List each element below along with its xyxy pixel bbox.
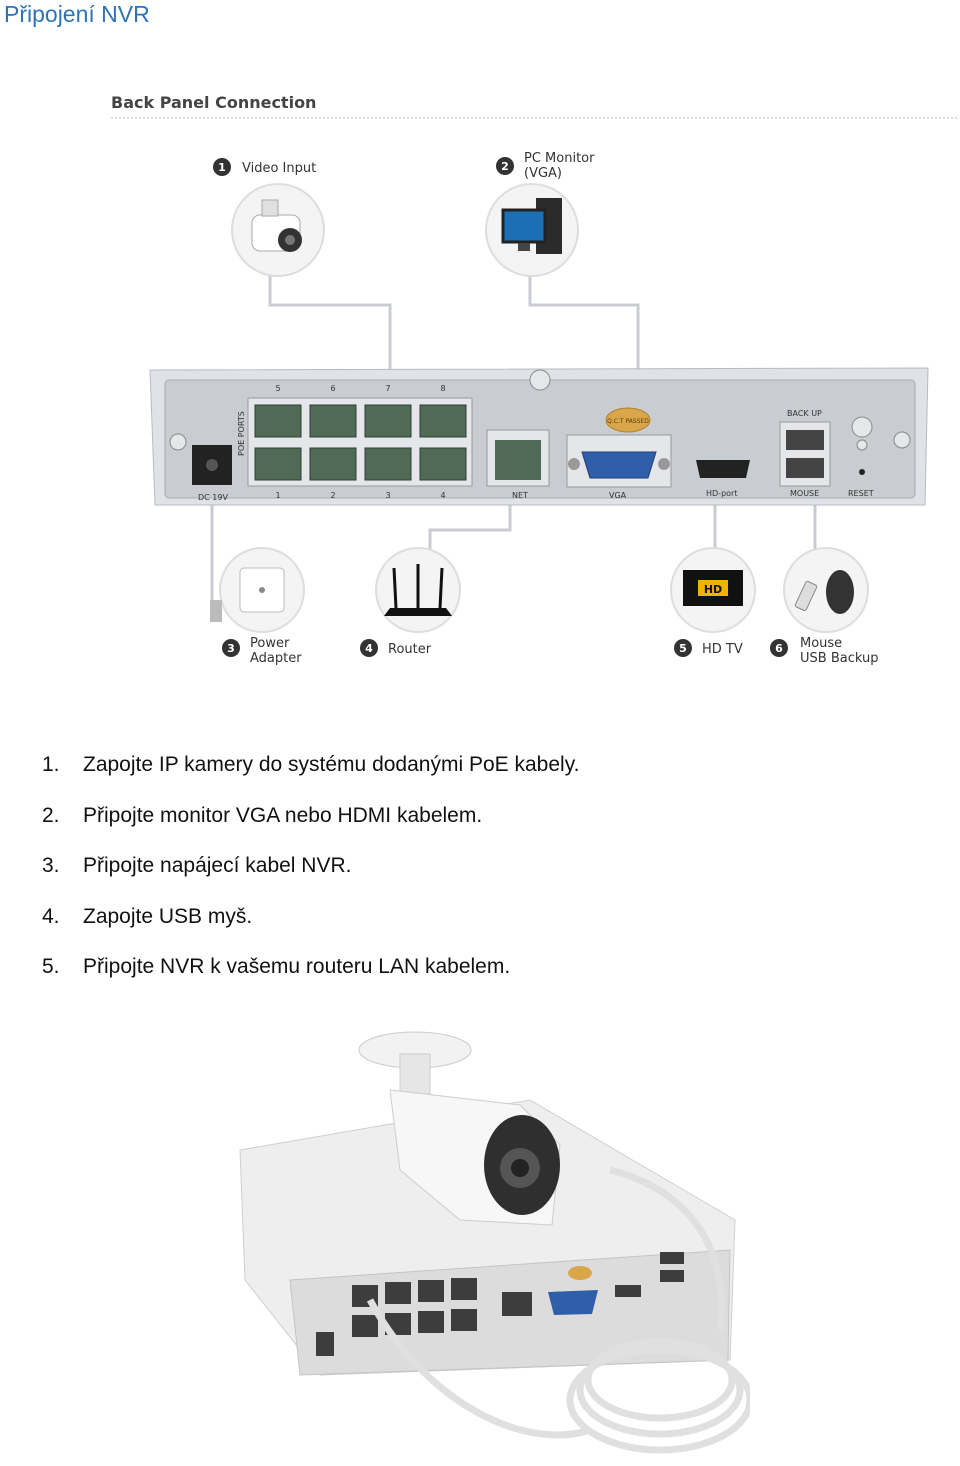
poe-port-label: 5 — [275, 384, 280, 393]
svg-text:Mouse: Mouse — [800, 636, 842, 651]
svg-text:MOUSE: MOUSE — [790, 489, 819, 498]
poe-port — [364, 404, 412, 438]
list-item: 3.Připojte napájecí kabel NVR. — [42, 854, 352, 877]
poe-port-label: 7 — [385, 384, 390, 393]
svg-text:4: 4 — [365, 642, 373, 655]
screw-icon — [893, 431, 911, 449]
callout-2: 2 PC Monitor (VGA) — [496, 151, 595, 181]
hd-tv-icon: HD — [670, 547, 756, 633]
svg-text:1: 1 — [218, 161, 226, 174]
poe-port-label: 6 — [330, 384, 335, 393]
svg-text:Video Input: Video Input — [242, 161, 316, 176]
qc-sticker — [605, 407, 651, 433]
mouse-usb-icon — [783, 547, 869, 633]
net-port — [495, 440, 541, 480]
callout-5: 5 HD TV — [674, 639, 743, 657]
connection-lines — [210, 275, 817, 600]
list-item: 2.Připojte monitor VGA nebo HDMI kabelem… — [42, 803, 483, 827]
poe-port-label: 4 — [440, 491, 445, 500]
poe-port — [309, 404, 357, 438]
poe-port — [419, 447, 467, 481]
list-item: 4.Zapojte USB myš. — [42, 904, 253, 928]
screw-icon — [169, 433, 187, 451]
svg-text:3: 3 — [227, 642, 235, 655]
poe-port-label: 2 — [330, 491, 335, 500]
poe-port — [419, 404, 467, 438]
poe-port-label: 8 — [440, 384, 445, 393]
svg-text:POE PORTS: POE PORTS — [237, 411, 246, 456]
poe-port — [364, 447, 412, 481]
pc-monitor-icon — [485, 183, 579, 277]
poe-port — [254, 447, 302, 481]
svg-text:Router: Router — [388, 642, 432, 657]
svg-text:NET: NET — [512, 491, 528, 500]
router-icon — [375, 547, 461, 633]
hdmi-port — [696, 460, 750, 478]
poe-port — [254, 404, 302, 438]
instruction-list: 1.Zapojte IP kamery do systému dodanými … — [42, 752, 922, 1005]
list-item: 5.Připojte NVR k vašemu routeru LAN kabe… — [42, 955, 511, 978]
callout-6: 6 Mouse USB Backup — [770, 636, 878, 666]
vga-port — [581, 451, 657, 479]
svg-text:BACK UP: BACK UP — [787, 409, 822, 418]
back-panel-diagram: Back Panel Connection DC 19V POE PORTS — [0, 80, 960, 680]
svg-text:Q.C.T PASSED: Q.C.T PASSED — [607, 418, 649, 425]
svg-text:2: 2 — [501, 160, 509, 173]
page-title: Připojení NVR — [4, 1, 150, 27]
svg-text:Adapter: Adapter — [250, 651, 302, 666]
svg-text:(VGA): (VGA) — [524, 166, 562, 181]
screw-icon — [851, 416, 873, 438]
svg-text:USB Backup: USB Backup — [800, 651, 878, 666]
svg-text:HD TV: HD TV — [702, 642, 743, 657]
power-socket-icon — [210, 547, 305, 633]
diagram-heading: Back Panel Connection — [111, 93, 316, 112]
usb-port — [786, 430, 824, 450]
callout-1: 1 Video Input — [213, 158, 316, 176]
svg-text:HD: HD — [704, 583, 722, 596]
nvr-back-panel: DC 19V POE PORTS 5 1 6 2 7 3 8 4 NET VGA Q.C.T … — [149, 367, 929, 506]
poe-port-label: 1 — [275, 491, 280, 500]
svg-text:VGA: VGA — [609, 491, 627, 500]
svg-text:6: 6 — [775, 642, 783, 655]
ip-camera-icon — [231, 183, 325, 277]
screw-icon — [529, 369, 551, 391]
svg-text:HD-port: HD-port — [706, 489, 737, 498]
poe-port-label: 3 — [385, 491, 390, 500]
svg-text:RESET: RESET — [848, 489, 874, 498]
poe-port — [309, 447, 357, 481]
callout-3: 3 Power Adapter — [222, 636, 302, 666]
svg-text:PC Monitor: PC Monitor — [524, 151, 595, 166]
callout-4: 4 Router — [360, 639, 432, 657]
product-photo — [230, 1030, 754, 1460]
svg-text:Power: Power — [250, 636, 290, 651]
usb-port — [786, 458, 824, 478]
list-item: 1.Zapojte IP kamery do systému dodanými … — [42, 753, 580, 776]
svg-text:5: 5 — [679, 642, 687, 655]
reset-button — [859, 469, 865, 475]
svg-text:DC 19V: DC 19V — [198, 493, 228, 502]
